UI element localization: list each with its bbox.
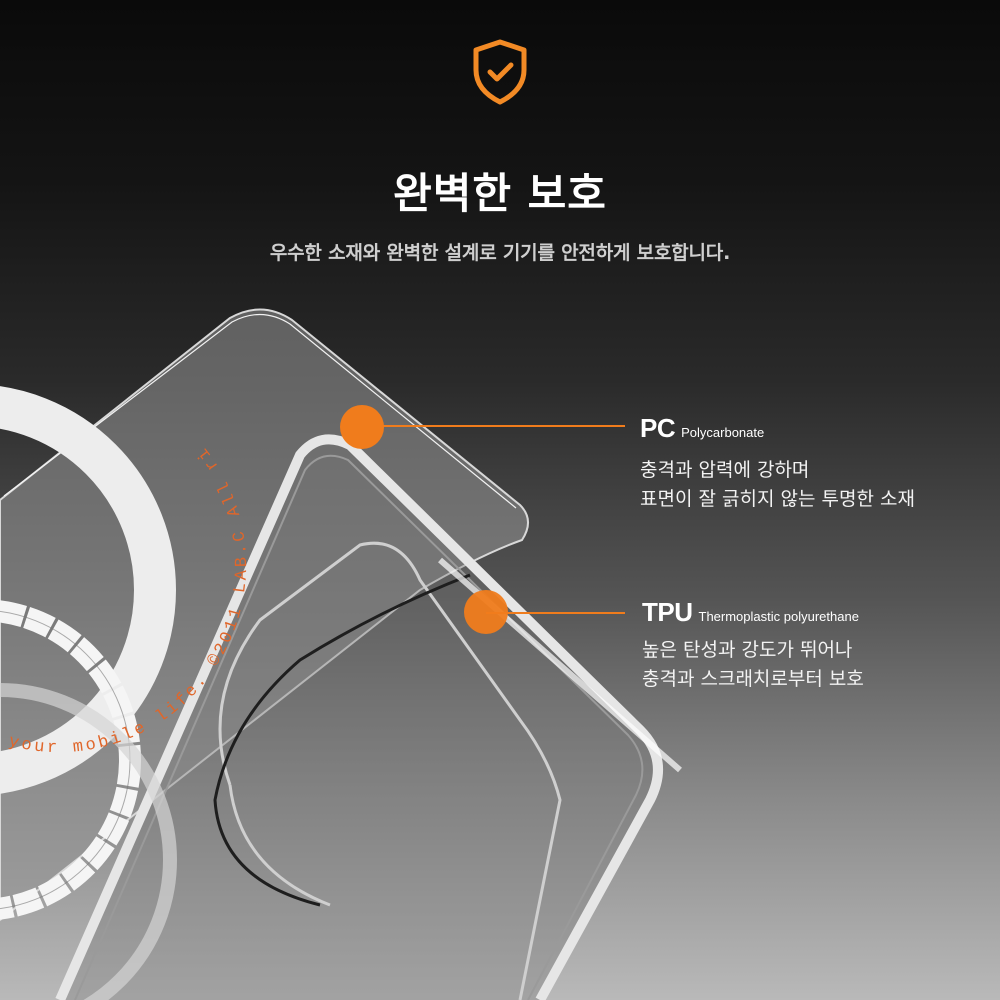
tpu-callout: TPU Thermoplastic polyurethane 높은 탄성과 강도가…	[642, 597, 864, 694]
tpu-callout-pointer	[464, 590, 625, 634]
pc-description: 충격과 압력에 강하며 표면이 잘 긁히지 않는 투명한 소재	[640, 456, 915, 514]
pc-callout: PC Polycarbonate 충격과 압력에 강하며 표면이 잘 긁히지 않는…	[640, 413, 915, 514]
pc-description-line: 표면이 잘 긁히지 않는 투명한 소재	[640, 488, 915, 510]
tpu-code: TPU	[642, 597, 693, 627]
page-subtitle: 우수한 소재와 완벽한 설계로 기기를 안전하게 보호합니다.	[269, 242, 731, 264]
page-title: 완벽한 보호	[393, 169, 607, 218]
shield-check-icon	[473, 39, 527, 105]
tpu-description-line: 충격과 스크래치로부터 보호	[642, 668, 864, 690]
pc-callout-pointer	[340, 405, 625, 449]
pc-description-line: 충격과 압력에 강하며	[640, 459, 810, 481]
pc-full-name: Polycarbonate	[681, 425, 765, 440]
pc-code: PC	[640, 413, 676, 443]
tpu-description: 높은 탄성과 강도가 뛰어나 충격과 스크래치로부터 보호	[642, 636, 864, 694]
tpu-full-name: Thermoplastic polyurethane	[698, 609, 859, 624]
tpu-bumper-frame	[55, 434, 682, 1000]
tpu-description-line: 높은 탄성과 강도가 뛰어나	[642, 639, 853, 661]
